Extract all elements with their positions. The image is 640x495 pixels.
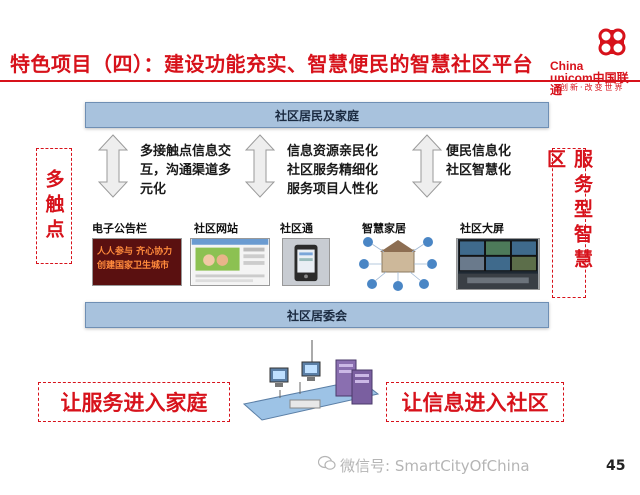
service-banner: 让服务进入家庭 — [38, 382, 230, 422]
feature-text-3: 便民信息化 社区智慧化 — [446, 144, 512, 178]
feature-text-2: 信息资源亲民化 社区服务精细化 服务项目人性化 — [287, 144, 379, 197]
china-unicom-knot-logo-icon — [598, 28, 626, 56]
led-billboard-icon: 人人参与 齐心协力 创建国家卫生城市 — [92, 238, 182, 286]
smart-home-icon — [359, 237, 437, 291]
logo-line-2: unicom中国联通 — [550, 71, 629, 97]
billboard-text-2: 创建国家卫生城市 — [97, 261, 170, 271]
network-diagram-icon — [242, 340, 380, 421]
computer-icon — [269, 367, 289, 387]
double-arrow-icon — [98, 134, 128, 198]
logo-line-1: China — [550, 59, 584, 73]
double-arrow-icon — [245, 134, 275, 198]
video-wall-icon — [456, 238, 540, 290]
feature-text-1: 多接触点信息交 互，沟通渠道多 元化 — [140, 144, 232, 197]
wechat-icon — [318, 455, 336, 470]
wechat-watermark: 微信号: SmartCityOfChina — [340, 457, 530, 475]
website-icon — [190, 238, 270, 286]
logo-slogan: 创新·改变世界 — [560, 83, 625, 92]
mobile-device-icon — [282, 238, 330, 286]
page-number: 45 — [606, 458, 626, 474]
touchpoint-label-app: 社区通 — [280, 222, 313, 235]
multi-touchpoint-box: 多触点 — [36, 148, 72, 264]
residents-bar: 社区居民及家庭 — [85, 102, 549, 128]
touchpoint-label-big-screen: 社区大屏 — [460, 222, 504, 235]
committee-bar: 社区居委会 — [85, 302, 549, 328]
touchpoint-label-website: 社区网站 — [194, 222, 238, 235]
billboard-text-1: 人人参与 齐心协力 — [97, 247, 173, 257]
touchpoint-label-billboard: 电子公告栏 — [92, 222, 147, 235]
page-title: 特色项目（四）：建设功能充实、智慧便民的智慧社区平台 — [10, 52, 533, 76]
information-banner: 让信息进入社区 — [386, 382, 564, 422]
touchpoint-label-smart-home: 智慧家居 — [362, 222, 406, 235]
double-arrow-icon — [412, 134, 442, 198]
logo-text: China unicom中国联通 — [550, 60, 640, 96]
title-divider — [0, 80, 640, 82]
service-smart-area-box: 服务型智慧区 — [544, 148, 593, 298]
